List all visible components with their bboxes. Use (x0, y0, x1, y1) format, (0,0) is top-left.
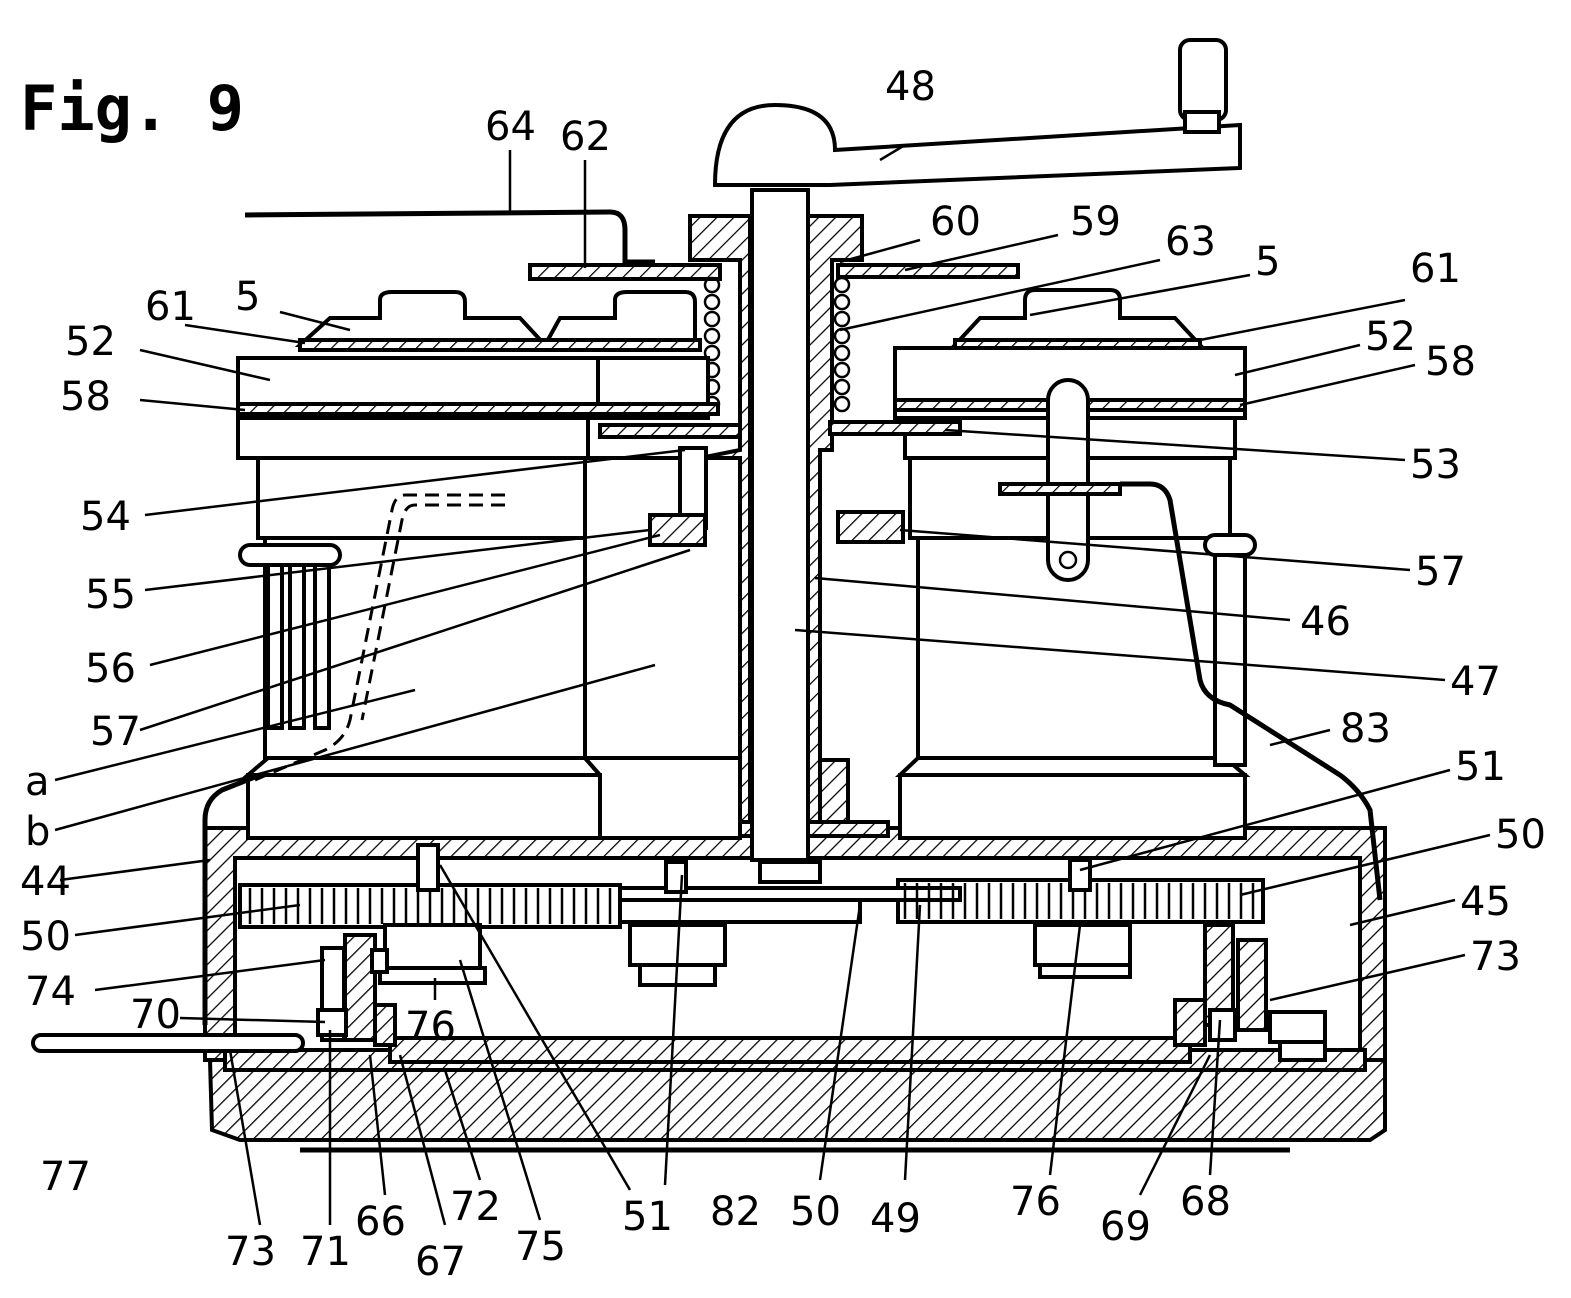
label-58-right: 58 (1425, 339, 1476, 385)
label-55: 55 (85, 572, 136, 618)
label-45: 45 (1460, 879, 1511, 925)
crank-handle (712, 38, 1242, 187)
label-49: 49 (870, 1196, 921, 1242)
label-63: 63 (1165, 219, 1216, 265)
right-container (828, 288, 1257, 840)
label-64: 64 (485, 104, 536, 150)
label-58-left: 58 (60, 374, 111, 420)
label-57-right: 57 (1415, 549, 1466, 595)
label-53: 53 (1410, 442, 1461, 488)
label-51-right: 51 (1455, 744, 1506, 790)
label-76-left: 76 (405, 1004, 456, 1050)
label-56: 56 (85, 646, 136, 692)
label-67: 67 (415, 1239, 466, 1285)
label-47: 47 (1450, 659, 1501, 705)
label-73-right: 73 (1470, 934, 1521, 980)
label-66: 66 (355, 1199, 406, 1245)
lower-plate (388, 1036, 1192, 1064)
label-60: 60 (930, 199, 981, 245)
right-bottom-mechanism (1173, 923, 1327, 1062)
label-61-right: 61 (1410, 246, 1461, 292)
plate-59 (836, 263, 1020, 279)
label-52-left: 52 (65, 319, 116, 365)
label-71: 71 (300, 1229, 351, 1275)
label-5-right: 5 (1255, 239, 1280, 285)
label-76-right: 76 (1010, 1179, 1061, 1225)
label-b: b (25, 809, 50, 855)
label-83: 83 (1340, 706, 1391, 752)
figure-title: Fig. 9 (20, 72, 244, 145)
base-plate (207, 1058, 1387, 1153)
label-75: 75 (515, 1224, 566, 1270)
drive-shaft (750, 188, 810, 862)
label-50-bottom: 50 (790, 1189, 841, 1235)
label-70: 70 (130, 992, 181, 1038)
leader-lines-bottom (228, 864, 1222, 1226)
label-50-left: 50 (20, 914, 71, 960)
label-44: 44 (20, 859, 71, 905)
label-a: a (25, 759, 50, 805)
label-48: 48 (885, 64, 936, 110)
label-50-right: 50 (1495, 812, 1546, 858)
label-77: 77 (40, 1154, 91, 1200)
reference-labels: 48 64 62 60 59 63 5 5 61 61 52 52 58 58 … (20, 64, 1546, 1285)
guard-left (202, 772, 261, 1025)
label-72: 72 (450, 1184, 501, 1230)
leader-lines (54, 143, 1491, 1024)
left-container (236, 290, 742, 840)
spring-right (833, 276, 851, 413)
label-59: 59 (1070, 199, 1121, 245)
label-52-right: 52 (1365, 314, 1416, 360)
label-61-left: 61 (145, 284, 196, 330)
label-74: 74 (25, 969, 76, 1015)
label-68: 68 (1180, 1179, 1231, 1225)
label-5-left: 5 (235, 274, 260, 320)
label-62: 62 (560, 114, 611, 160)
lever-64 (244, 209, 722, 281)
label-82: 82 (710, 1189, 761, 1235)
guard-83 (1120, 481, 1383, 901)
label-73-left: 73 (225, 1229, 276, 1275)
label-46: 46 (1300, 599, 1351, 645)
label-57-left: 57 (90, 709, 141, 755)
label-54: 54 (80, 494, 131, 540)
label-69: 69 (1100, 1204, 1151, 1250)
label-51-bottom: 51 (622, 1194, 673, 1240)
